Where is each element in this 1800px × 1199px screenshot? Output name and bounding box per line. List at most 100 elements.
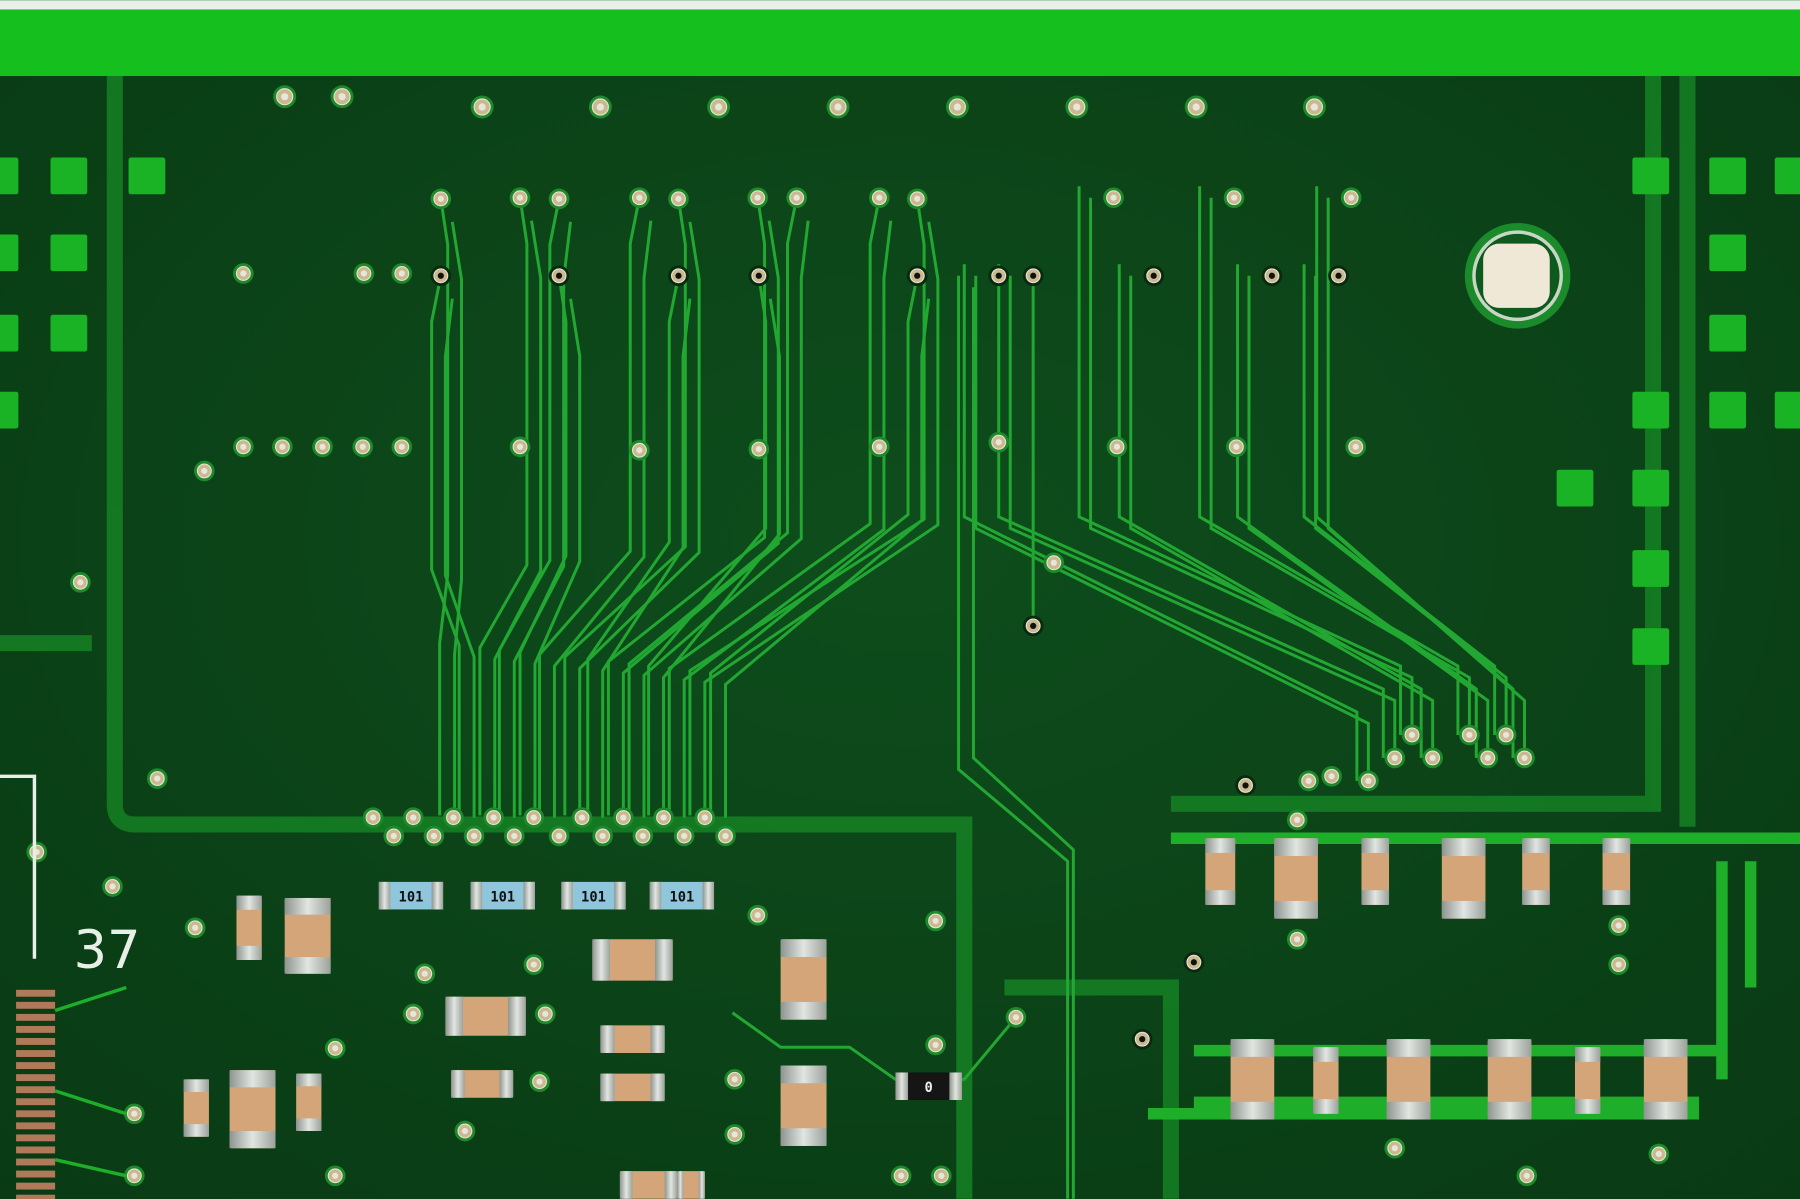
capacitor [1522, 838, 1550, 905]
resistor-terminal [614, 881, 626, 910]
via-hole [620, 814, 627, 821]
via-hole [1391, 754, 1398, 762]
via-hole [1190, 959, 1197, 966]
cap-terminal [1643, 1039, 1688, 1057]
cap-terminal [1274, 900, 1318, 919]
resistor-terminal [378, 881, 391, 910]
square-pad [1709, 314, 1747, 352]
via-hole [1030, 622, 1037, 630]
cap-terminal [296, 1073, 322, 1087]
cap-terminal [1487, 1039, 1532, 1057]
via-hole [1294, 936, 1301, 943]
via-hole [240, 270, 247, 277]
via-hole [1192, 103, 1200, 111]
via-hole [1139, 1036, 1146, 1043]
capacitor [1441, 838, 1486, 919]
resistor-terminal [949, 1072, 962, 1101]
via-hole [490, 814, 497, 821]
zero-ohm-code: 0 [925, 1080, 933, 1096]
via-hole [731, 1076, 738, 1083]
cap-terminal [664, 1171, 678, 1199]
via-hole [555, 832, 563, 840]
via-hole [430, 832, 438, 840]
cap-terminal [780, 1065, 827, 1084]
cap-terminal [1575, 1047, 1601, 1062]
via-hole [876, 443, 883, 450]
square-pad [1774, 157, 1800, 195]
via-hole [530, 961, 537, 968]
cap-terminal [780, 1001, 827, 1020]
capacitor [296, 1073, 322, 1132]
via-hole [1523, 1172, 1530, 1179]
trace [450, 221, 463, 818]
via-hole [1012, 1014, 1020, 1021]
capacitor [592, 939, 673, 981]
via-hole [660, 814, 667, 821]
via-hole [834, 103, 842, 111]
cap-terminal [1522, 838, 1550, 853]
resistor-code: 101 [399, 889, 424, 905]
via-hole [1521, 754, 1528, 762]
trace [586, 275, 680, 816]
cap-terminal [229, 1070, 276, 1088]
via-hole [530, 814, 537, 821]
via-hole [1305, 777, 1312, 784]
connector-pin [16, 1025, 56, 1033]
trace [538, 197, 641, 816]
via-hole [332, 1045, 339, 1052]
connector-pin [16, 1086, 56, 1094]
connector-pin [16, 1134, 56, 1142]
via-hole [731, 1131, 738, 1138]
trace [533, 298, 582, 818]
capacitor [677, 1171, 705, 1199]
square-pad [0, 314, 19, 352]
silkscreen-outline [0, 774, 37, 959]
mounting-hole [1464, 222, 1571, 329]
trace [1089, 197, 1414, 735]
cap-terminal [780, 1128, 827, 1146]
via-hole [390, 832, 397, 840]
trace [709, 275, 919, 816]
cap-terminal [1230, 1101, 1275, 1120]
via-hole [516, 443, 524, 450]
capacitor [1313, 1047, 1339, 1114]
connector-pin [16, 1098, 56, 1106]
capacitor [780, 939, 827, 1020]
connector-pin [16, 1110, 56, 1118]
via-hole [715, 103, 723, 111]
trace [688, 198, 926, 816]
connector-pin [16, 1194, 56, 1199]
edge-connector [16, 985, 127, 1199]
trace [1129, 275, 1435, 758]
via-hole [1655, 1150, 1662, 1158]
connector-pin [16, 1122, 56, 1130]
connector-pin [16, 1013, 56, 1021]
capacitor [229, 1070, 276, 1149]
cap-terminal [1274, 838, 1318, 856]
cap-terminal [650, 1073, 665, 1102]
cap-terminal [1386, 1101, 1431, 1120]
resistor-terminal [702, 881, 715, 910]
via-hole [755, 446, 762, 453]
cap-terminal [499, 1070, 514, 1098]
cap-terminal [600, 1025, 615, 1053]
trace [606, 197, 767, 816]
square-pad [1632, 157, 1670, 195]
connector-pin [16, 1074, 56, 1082]
resistor-terminal [649, 881, 662, 910]
via-hole [192, 924, 199, 931]
trace [642, 220, 810, 818]
cap-terminal [236, 895, 262, 910]
cap-terminal [1575, 1099, 1601, 1114]
cap-terminal [780, 939, 827, 957]
trace [1117, 264, 1423, 758]
trace [1326, 197, 1526, 758]
trace [703, 221, 940, 818]
via-hole [240, 443, 247, 450]
connector-pin [16, 1038, 56, 1045]
via-hole [755, 272, 762, 279]
cap-terminal [1230, 1039, 1275, 1057]
